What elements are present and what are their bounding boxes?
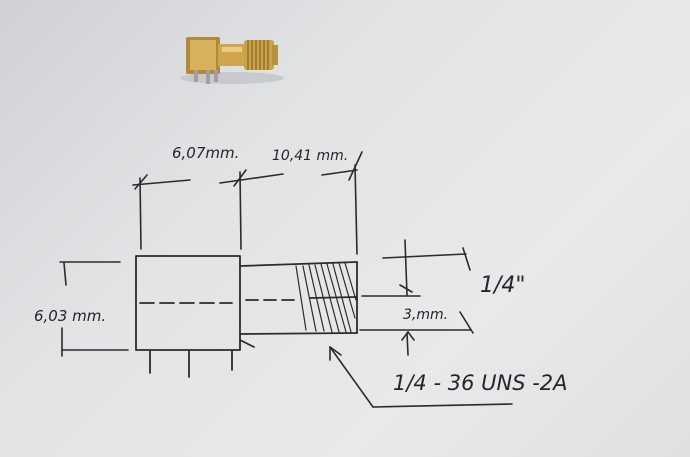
right-dimension-lines (359, 239, 474, 356)
label-thread-spec: 1/4 - 36 UNS -2A (393, 371, 568, 395)
connector-photo (180, 37, 284, 84)
label-thread-length: 10,41 mm. (272, 148, 348, 164)
label-body-width: 6,07mm. (172, 144, 239, 162)
thread-leader-line (329, 346, 513, 408)
label-height: 6,03 mm. (34, 307, 106, 325)
thread-hatching (295, 262, 357, 333)
label-thread-diameter: 1/4" (480, 273, 526, 298)
connector-body-outline (135, 255, 358, 378)
height-dimension-lines (59, 261, 129, 357)
top-dimension-lines (132, 151, 363, 255)
label-pin-offset: 3,mm. (403, 307, 448, 323)
